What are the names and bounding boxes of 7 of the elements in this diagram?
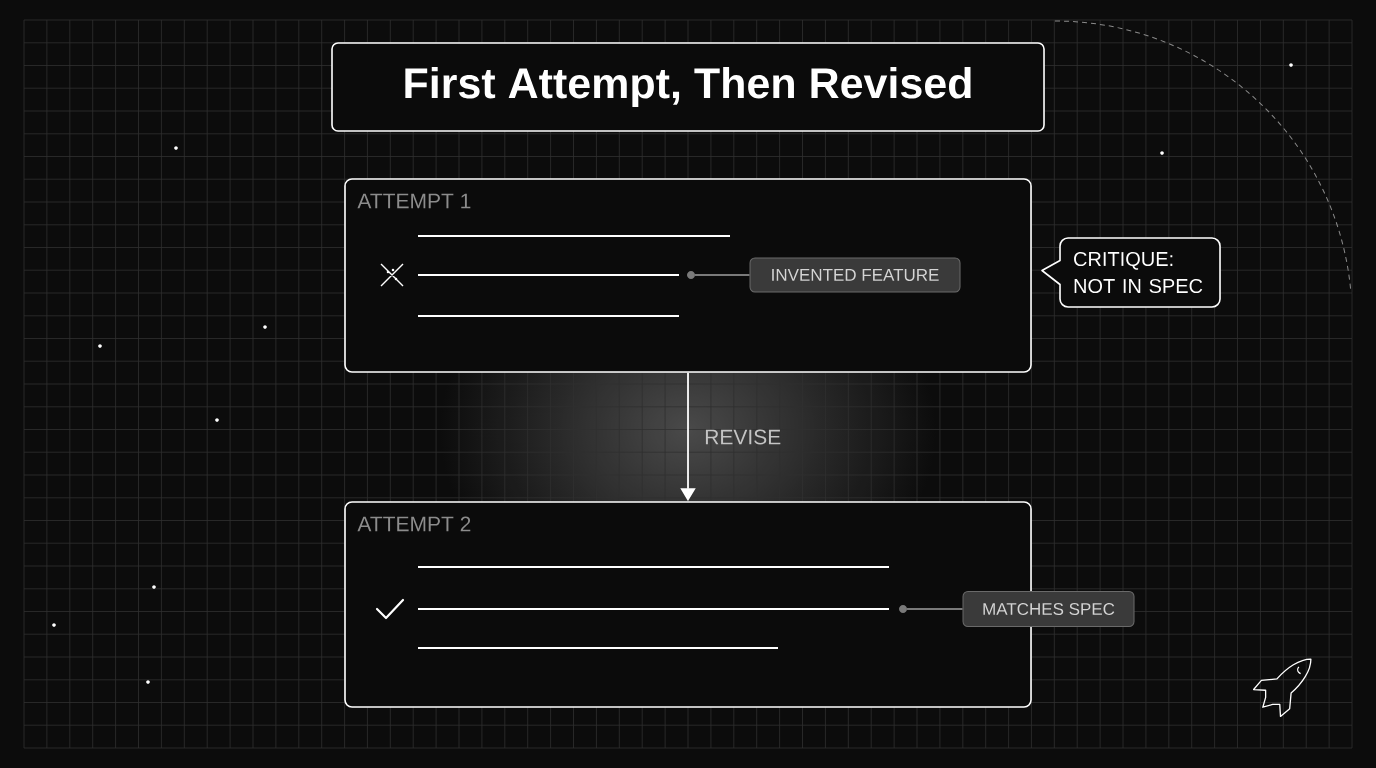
leader-line xyxy=(694,274,751,276)
edge-label: REVISE xyxy=(705,429,781,445)
leader-line xyxy=(906,608,964,610)
tag: MATCHES SPEC xyxy=(962,591,1135,627)
title-box: First Attempt, Then Revised xyxy=(331,42,1045,132)
speech-bubble: CRITIQUE: NOT IN SPEC xyxy=(1041,237,1221,308)
tag: INVENTED FEATURE xyxy=(749,257,961,293)
